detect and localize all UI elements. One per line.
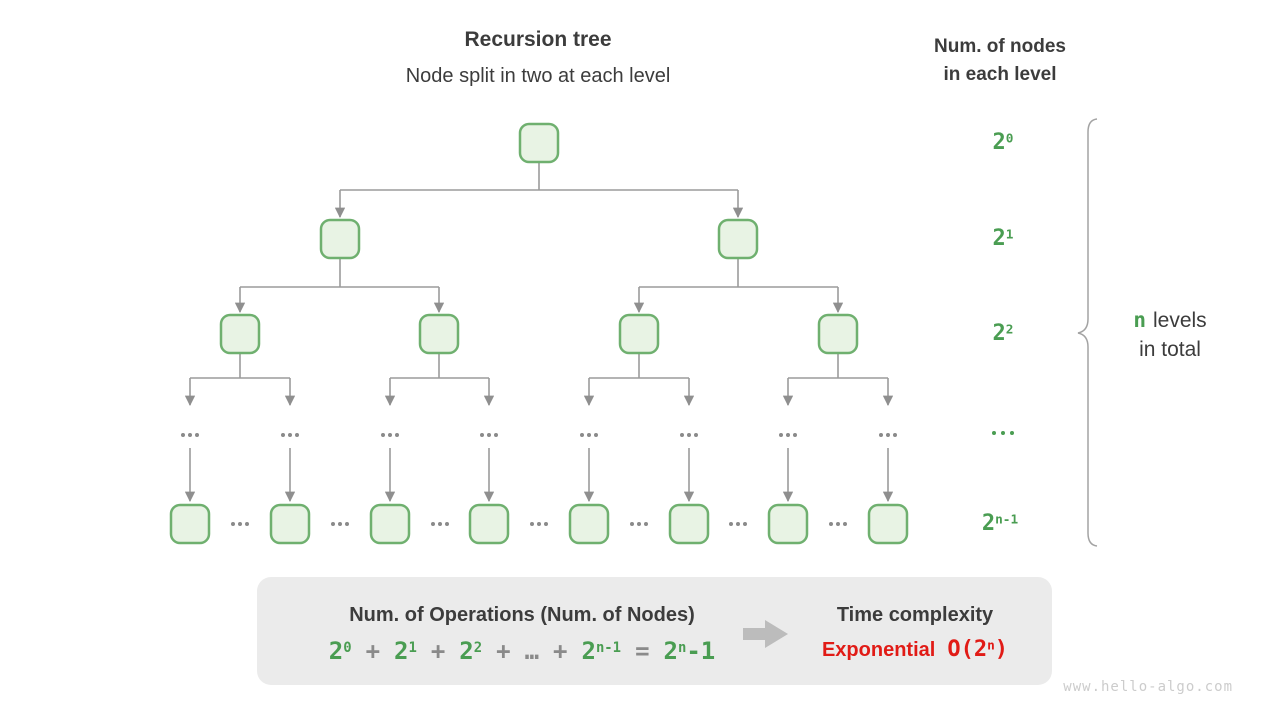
- ellipsis-dots: [886, 433, 890, 437]
- tree-node: [867, 503, 909, 545]
- ellipsis-dots: [181, 433, 185, 437]
- ellipsis-dots: [630, 522, 634, 526]
- ellipsis-dots: [786, 433, 790, 437]
- level-label: 20: [992, 130, 1014, 155]
- ellipsis-dots: [829, 522, 833, 526]
- right-arrow-icon: [743, 620, 788, 648]
- ellipsis-dots: [494, 433, 498, 437]
- tree-node: [369, 503, 411, 545]
- ellipsis-dots: [188, 433, 192, 437]
- ellipsis-dots: [694, 433, 698, 437]
- operations-summary: Num. of Operations (Num. of Nodes) 20+21…: [267, 577, 777, 665]
- complexity-word: Exponential: [821, 639, 936, 661]
- ellipsis-dots: [729, 522, 733, 526]
- curly-brace: [1077, 118, 1098, 547]
- ellipsis-dots: [637, 522, 641, 526]
- ellipsis-dots: [388, 433, 392, 437]
- watermark: www.hello-algo.com: [1063, 679, 1233, 695]
- tree-node: [418, 313, 460, 355]
- tree-node: [319, 218, 361, 260]
- time-complexity-summary: Time complexity Exponential O(2n): [787, 577, 1043, 662]
- n-highlight: n: [1133, 308, 1146, 332]
- operations-formula: 20+21+22+…+2n-1=2n-1: [328, 637, 716, 665]
- summary-box: Num. of Operations (Num. of Nodes) 20+21…: [257, 577, 1052, 685]
- brace-note-levels-text: levels: [1152, 309, 1207, 332]
- tree-node: [219, 313, 261, 355]
- time-complexity-title: Time complexity: [836, 604, 994, 626]
- ellipsis-dots: [530, 522, 534, 526]
- diagram-title: Recursion tree: [464, 28, 612, 51]
- ellipsis-dots: [295, 433, 299, 437]
- ellipsis-dots: [687, 433, 691, 437]
- tree-node: [717, 218, 759, 260]
- ellipsis-dots: [480, 433, 484, 437]
- ellipsis-dots: [345, 522, 349, 526]
- ellipsis-dots: [431, 522, 435, 526]
- level-label: 21: [992, 226, 1014, 251]
- diagram-subtitle: Node split in two at each level: [405, 65, 671, 87]
- tree-node: [668, 503, 710, 545]
- ellipsis-dots: [338, 522, 342, 526]
- ellipsis-dots: [580, 433, 584, 437]
- ellipsis-dots: [644, 522, 648, 526]
- tree-node: [468, 503, 510, 545]
- ellipsis-dots: [587, 433, 591, 437]
- ellipsis-dots: [594, 433, 598, 437]
- tree-node: [618, 313, 660, 355]
- ellipsis-dots: [843, 522, 847, 526]
- tree-node: [169, 503, 211, 545]
- level-label: 2n-1: [981, 511, 1019, 536]
- ellipsis-dots: [836, 522, 840, 526]
- ellipsis-dots: [381, 433, 385, 437]
- ellipsis-dots: [331, 522, 335, 526]
- ellipsis-dots: [779, 433, 783, 437]
- ellipsis-dots: [680, 433, 684, 437]
- levels-column-title: Num. of nodes in each level: [900, 33, 1100, 89]
- ellipsis-dots: [281, 433, 285, 437]
- complexity-big-o: O(2n): [947, 637, 1009, 662]
- ellipsis-dots: [793, 433, 797, 437]
- tree-node: [767, 503, 809, 545]
- ellipsis-dots: [893, 433, 897, 437]
- ellipsis-dots: [245, 522, 249, 526]
- levels-column-title-line1: Num. of nodes: [934, 36, 1066, 57]
- tree-node: [518, 122, 560, 164]
- ellipsis-dots: [544, 522, 548, 526]
- ellipsis-dots: [445, 522, 449, 526]
- ellipsis-dots: [736, 522, 740, 526]
- operations-title: Num. of Operations (Num. of Nodes): [349, 604, 695, 626]
- ellipsis-dots: [238, 522, 242, 526]
- ellipsis-dots: [879, 433, 883, 437]
- ellipsis-dots: [231, 522, 235, 526]
- ellipsis-dots: [395, 433, 399, 437]
- ellipsis-dots: [743, 522, 747, 526]
- ellipsis-dots: [288, 433, 292, 437]
- ellipsis-dots: [195, 433, 199, 437]
- level-label: 22: [992, 321, 1014, 346]
- tree-node: [269, 503, 311, 545]
- levels-column-title-line2: in each level: [943, 64, 1057, 85]
- brace-note-line2: in total: [1139, 338, 1201, 361]
- ellipsis-dots: [438, 522, 442, 526]
- complexity-value: Exponential O(2n): [787, 637, 1043, 662]
- tree-node: [817, 313, 859, 355]
- ellipsis-dots: [537, 522, 541, 526]
- tree-node: [568, 503, 610, 545]
- level-label: [958, 419, 1048, 447]
- ellipsis-dots: [487, 433, 491, 437]
